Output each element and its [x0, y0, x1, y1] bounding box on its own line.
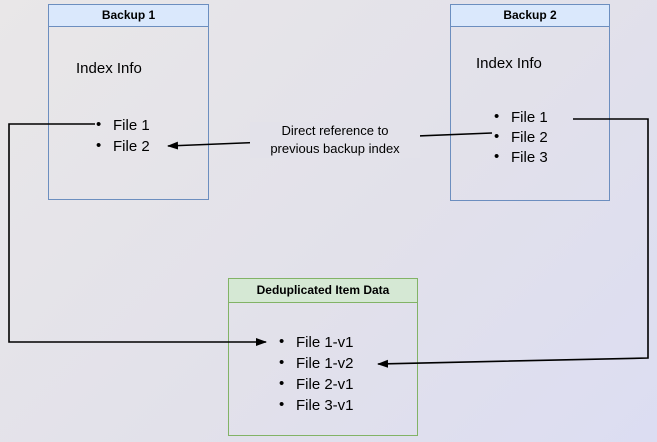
direct-reference-annotation: Direct reference to previous backup inde…	[250, 122, 420, 158]
backup2-file-1: File 1	[494, 107, 548, 128]
backup1-title: Backup 1	[49, 5, 208, 27]
backup2-title: Backup 2	[451, 5, 609, 27]
backup1-file-2: File 2	[96, 135, 150, 157]
dedup-file-3v1: File 3-v1	[279, 394, 354, 416]
backup2-file-2: File 2	[494, 127, 548, 148]
backup2-box: Backup 2 Index Info File 1 File 2 File 3	[450, 4, 610, 201]
annotation-line2: previous backup index	[270, 141, 400, 156]
backup1-box: Backup 1 Index Info File 1 File 2	[48, 4, 209, 200]
dedup-file-list: File 1-v1 File 1-v2 File 2-v1 File 3-v1	[279, 331, 354, 416]
backup1-file-1: File 1	[96, 114, 150, 136]
backup1-file-list: File 1 File 2	[96, 114, 150, 157]
dedup-title: Deduplicated Item Data	[229, 279, 417, 303]
backup2-file-list: File 1 File 2 File 3	[494, 107, 548, 168]
backup2-index-info-label: Index Info	[476, 55, 542, 72]
backup1-index-info-label: Index Info	[76, 60, 142, 77]
dedup-file-2v1: File 2-v1	[279, 373, 354, 395]
backup2-file-3: File 3	[494, 147, 548, 168]
annotation-line1: Direct reference to	[281, 123, 389, 138]
dedup-box: Deduplicated Item Data File 1-v1 File 1-…	[228, 278, 418, 436]
dedup-file-1v2: File 1-v2	[279, 352, 354, 374]
dedup-file-1v1: File 1-v1	[279, 331, 354, 353]
